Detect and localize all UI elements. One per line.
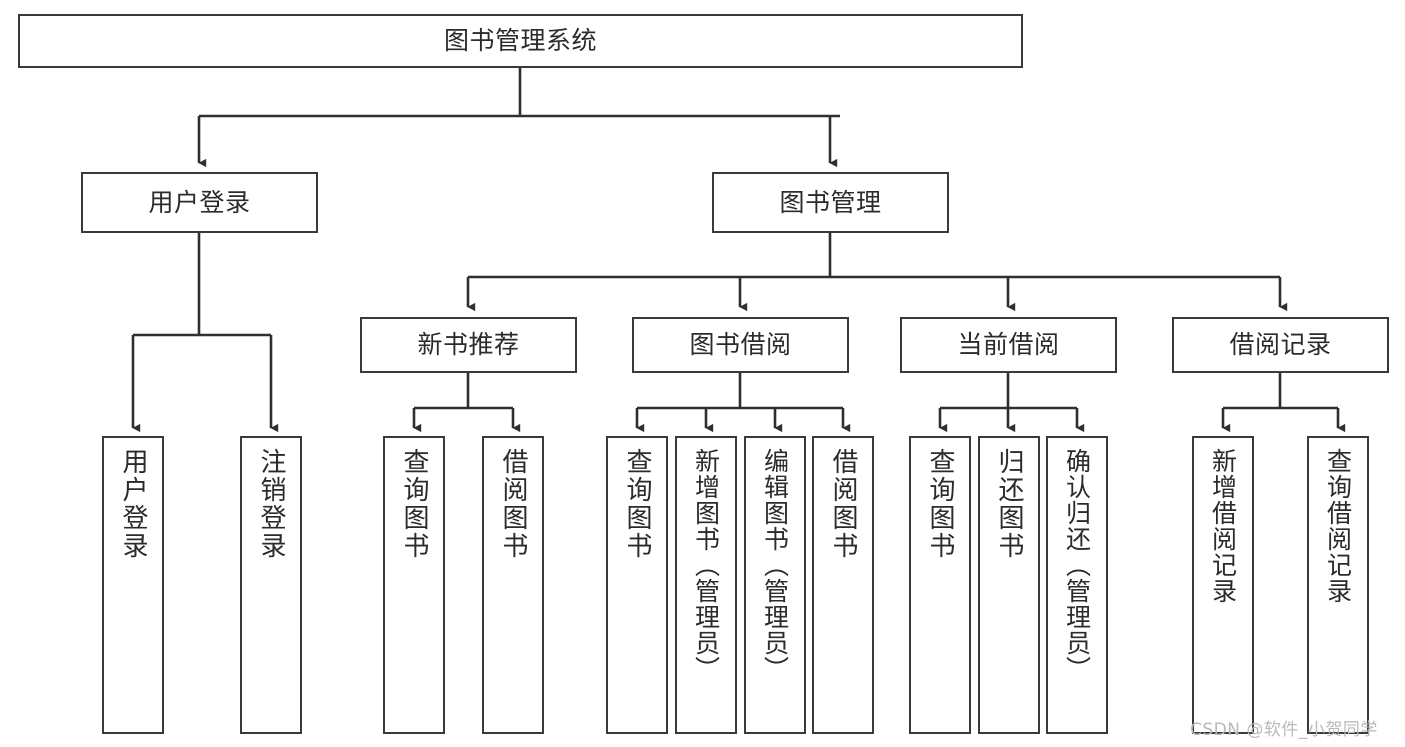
node-user-login-label: 用户登录 [148,187,251,217]
node-leaf-add-record-label: 新增借阅记录 [1208,448,1238,604]
node-leaf-confirm-return-label: 确认归还（管理员） [1062,448,1092,682]
node-current-borrow[interactable]: 当前借阅 [900,317,1117,373]
node-leaf-user-login[interactable]: 用户登录 [102,436,164,734]
node-borrow-record-label: 借阅记录 [1229,330,1332,360]
node-leaf-return-book-label: 归还图书 [994,448,1024,560]
node-leaf-edit-book-label: 编辑图书（管理员） [760,448,790,682]
node-book-borrow[interactable]: 图书借阅 [632,317,849,373]
node-leaf-query-book-1[interactable]: 查询图书 [383,436,445,734]
node-leaf-query-record-label: 查询借阅记录 [1323,448,1353,604]
node-user-login[interactable]: 用户登录 [81,172,318,233]
node-borrow-record[interactable]: 借阅记录 [1172,317,1389,373]
node-leaf-query-book-3[interactable]: 查询图书 [909,436,971,734]
node-leaf-query-book-3-label: 查询图书 [925,448,955,560]
node-leaf-query-book-1-label: 查询图书 [399,448,429,560]
node-leaf-borrow-book-2-label: 借阅图书 [828,448,858,560]
node-leaf-add-record[interactable]: 新增借阅记录 [1192,436,1254,734]
node-new-book-recommend-label: 新书推荐 [417,330,520,360]
node-leaf-query-book-2-label: 查询图书 [622,448,652,560]
node-leaf-edit-book[interactable]: 编辑图书（管理员） [744,436,806,734]
node-leaf-add-book-label: 新增图书（管理员） [691,448,721,682]
node-leaf-query-record[interactable]: 查询借阅记录 [1307,436,1369,734]
node-leaf-borrow-book-2[interactable]: 借阅图书 [812,436,874,734]
node-book-management[interactable]: 图书管理 [712,172,949,233]
node-leaf-confirm-return[interactable]: 确认归还（管理员） [1046,436,1108,734]
node-leaf-logout[interactable]: 注销登录 [240,436,302,734]
node-root-label: 图书管理系统 [443,26,597,56]
watermark-text: CSDN @软件_小贺同学 [1190,720,1378,740]
node-leaf-borrow-book-1-label: 借阅图书 [498,448,528,560]
node-leaf-query-book-2[interactable]: 查询图书 [606,436,668,734]
node-leaf-return-book[interactable]: 归还图书 [978,436,1040,734]
node-leaf-user-login-label: 用户登录 [118,448,148,560]
node-book-management-label: 图书管理 [779,187,882,217]
node-leaf-add-book[interactable]: 新增图书（管理员） [675,436,737,734]
node-book-borrow-label: 图书借阅 [689,330,792,360]
node-new-book-recommend[interactable]: 新书推荐 [360,317,577,373]
node-leaf-borrow-book-1[interactable]: 借阅图书 [482,436,544,734]
node-current-borrow-label: 当前借阅 [957,330,1060,360]
node-leaf-logout-label: 注销登录 [256,448,286,560]
node-root[interactable]: 图书管理系统 [18,14,1023,68]
